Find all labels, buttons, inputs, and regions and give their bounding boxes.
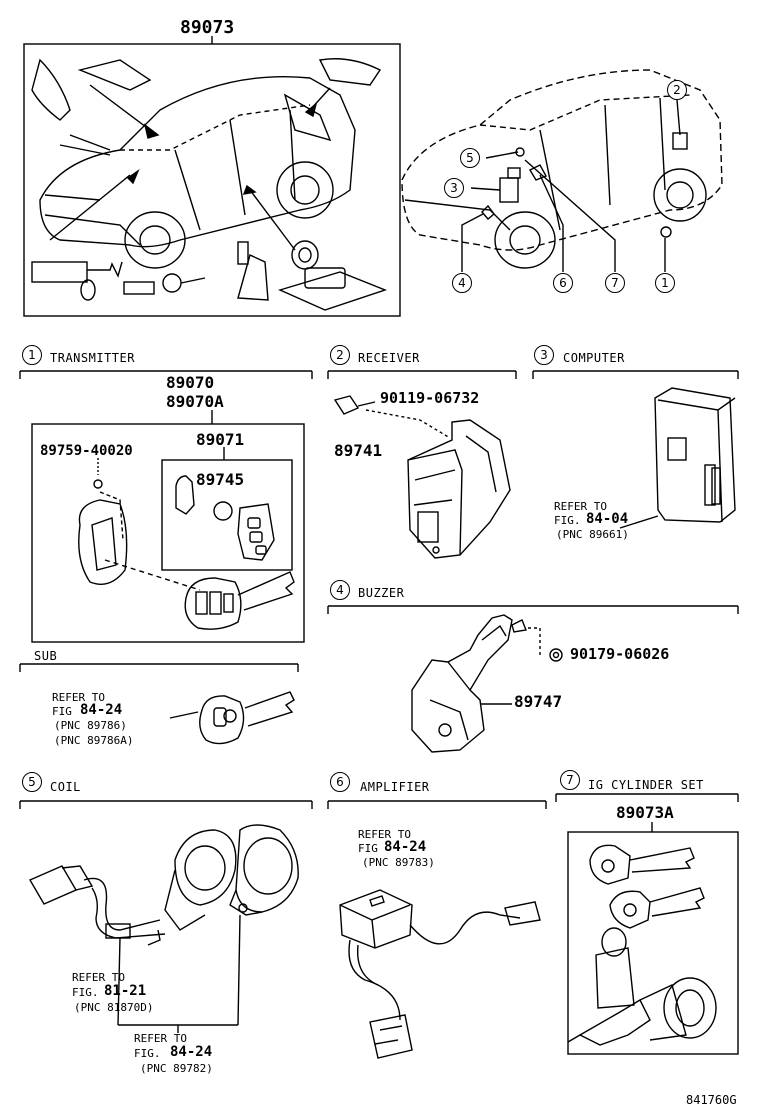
coil-ref1-fig-label: FIG. xyxy=(72,986,99,999)
receiver-bolt-part-number: 90119-06732 xyxy=(380,389,480,407)
sub-fig-label: FIG xyxy=(52,705,72,718)
buzzer-illustration xyxy=(327,605,739,753)
amplifier-fig-label: FIG xyxy=(358,842,378,855)
overview-part-number: 89073 xyxy=(180,17,235,38)
buzzer-part-number: 89747 xyxy=(514,692,563,711)
transmitter-illustration xyxy=(19,370,313,745)
callout-6: 6 xyxy=(553,273,573,293)
sub-fig-number: 84-24 xyxy=(80,702,123,718)
transmitter-part-number-alt: 89070A xyxy=(166,392,224,411)
coil-ref2-fig-number: 84-24 xyxy=(170,1044,213,1060)
amplifier-illustration xyxy=(327,800,547,1059)
coil-ref1-fig-number: 81-21 xyxy=(104,983,147,999)
coil-ref2-fig-label: FIG. xyxy=(134,1047,161,1060)
coil-ref1-refer-to: REFER TO xyxy=(72,971,125,984)
section-6-title: AMPLIFIER xyxy=(360,780,430,794)
sub-label: SUB xyxy=(34,649,58,663)
coil-illustration xyxy=(19,800,313,1033)
section-1-number: 1 xyxy=(22,345,42,365)
battery-part-number: 89745 xyxy=(196,470,245,489)
receiver-part-number: 89741 xyxy=(334,441,383,460)
car-right-illustration xyxy=(401,69,723,272)
section-6-number: 6 xyxy=(330,772,350,792)
section-4-number: 4 xyxy=(330,580,350,600)
section-1-title: TRANSMITTER xyxy=(50,351,135,365)
ig-cylinder-set-part-number: 89073A xyxy=(616,803,674,822)
amplifier-pnc: (PNC 89783) xyxy=(362,856,435,869)
section-2-number: 2 xyxy=(330,345,350,365)
sub-refer-to: REFER TO xyxy=(52,691,105,704)
ig-cylinder-set-illustration xyxy=(555,793,739,1055)
computer-fig-number: 84-04 xyxy=(586,511,629,527)
section-3-number: 3 xyxy=(534,345,554,365)
callout-1: 1 xyxy=(655,273,675,293)
section-7-title: IG CYLINDER SET xyxy=(588,778,704,792)
computer-refer-to: REFER TO xyxy=(554,500,607,513)
computer-pnc: (PNC 89661) xyxy=(556,528,629,541)
callout-4: 4 xyxy=(452,273,472,293)
buzzer-nut-part-number: 90179-06026 xyxy=(570,645,670,663)
coil-ref1-pnc: (PNC 81870D) xyxy=(74,1001,154,1014)
section-4-title: BUZZER xyxy=(358,586,405,600)
sub-pnc-2: (PNC 89786A) xyxy=(54,734,134,747)
amplifier-refer-to: REFER TO xyxy=(358,828,411,841)
callout-3: 3 xyxy=(444,178,464,198)
coil-ref2-refer-to: REFER TO xyxy=(134,1032,187,1045)
callout-2: 2 xyxy=(667,80,687,100)
section-7-number: 7 xyxy=(560,770,580,790)
figure-id: 841760G xyxy=(686,1093,737,1107)
car-left-illustration xyxy=(31,58,388,311)
sub-pnc-1: (PNC 89786) xyxy=(54,719,127,732)
computer-fig-label: FIG. xyxy=(554,514,581,527)
receiver-illustration xyxy=(327,370,517,559)
transmitter-part-number: 89070 xyxy=(166,373,215,392)
transmitter-screw-part-number: 89759-40020 xyxy=(40,443,133,459)
callout-5: 5 xyxy=(460,148,480,168)
overview-frame xyxy=(23,43,401,317)
callout-7: 7 xyxy=(605,273,625,293)
coil-ref2-pnc: (PNC 89782) xyxy=(140,1062,213,1075)
section-5-number: 5 xyxy=(22,772,42,792)
section-2-title: RECEIVER xyxy=(358,351,420,365)
section-5-title: COIL xyxy=(50,780,81,794)
section-3-title: COMPUTER xyxy=(563,351,625,365)
amplifier-fig-number: 84-24 xyxy=(384,839,427,855)
computer-illustration xyxy=(532,370,739,529)
transmitter-case-part-number: 89071 xyxy=(196,430,245,449)
